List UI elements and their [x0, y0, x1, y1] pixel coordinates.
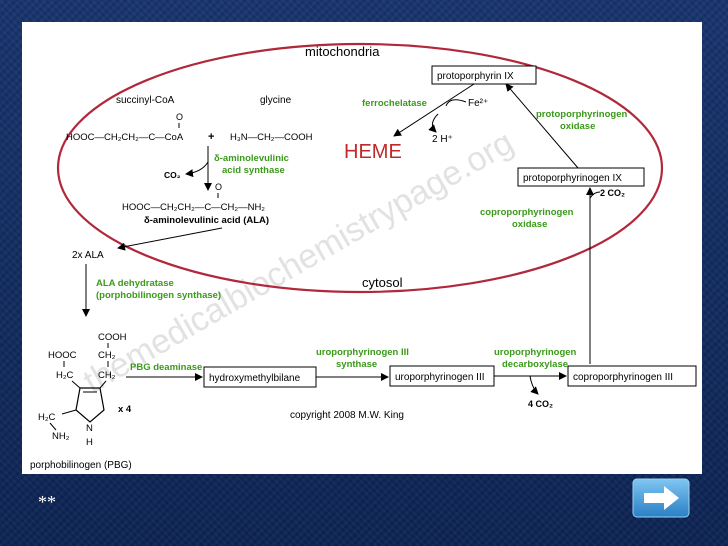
pbg-ch2-a: CH₂ — [98, 350, 116, 361]
succinyl-coa-label: succinyl-CoA — [116, 95, 175, 106]
mitochondria-ellipse — [56, 42, 664, 294]
ala-formula: HOOC—CH₂CH₂—C—CH₂—NH₂ — [122, 202, 265, 213]
co2-release-arrow — [185, 161, 209, 178]
pbg-cooh: COOH — [98, 332, 127, 343]
pyrrole-side-bond — [61, 409, 77, 415]
slide-annotation: ** — [38, 492, 56, 512]
protoporphyrinogen-ix-label: protoporphyrinogen IX — [523, 173, 622, 184]
ala-export-arrow — [117, 227, 223, 251]
pyrrole-ring — [75, 387, 105, 423]
copro-oxidase-enzyme: coproporphyrinogen — [480, 207, 574, 218]
cytosol-label: cytosol — [362, 275, 403, 290]
next-slide-button[interactable] — [632, 478, 690, 518]
ala-dehydratase-enzyme-2: (porphobilinogen synthase) — [96, 290, 221, 301]
pbg-h2c-low: H₂C — [38, 412, 56, 423]
pbg-bond-5 — [99, 380, 107, 389]
copyright-text: copyright 2008 M.W. King — [290, 410, 404, 421]
two-ala-label: 2x ALA — [72, 250, 104, 261]
pbg-n: N — [86, 423, 93, 434]
protoporphyrin-ix-box — [431, 65, 537, 85]
uro-decarboxylase-enzyme-2: decarboxylase — [502, 359, 568, 370]
pbg-name: porphobilinogen (PBG) — [30, 460, 132, 471]
two-co2-release-arrow — [589, 191, 601, 199]
fe-label: Fe²⁺ — [468, 98, 488, 109]
proto-oxidase-enzyme-2: oxidase — [560, 121, 595, 132]
plus-sign: + — [208, 131, 214, 143]
fe-input-arrow — [445, 99, 467, 107]
ala-dehydratase-enzyme: ALA dehydratase — [96, 278, 174, 289]
glycine-formula: H₃N—CH₂—COOH — [230, 132, 313, 143]
watermark: themedicalbiochemistrypage.org — [77, 123, 520, 401]
four-co2-release-arrow — [529, 375, 539, 395]
slide-content: themedicalbiochemistrypage.org mitochond… — [22, 22, 702, 474]
proto-oxidase-arrow — [505, 83, 579, 169]
carbonyl-o: O — [176, 112, 183, 122]
ala-synthase-enzyme: δ-aminolevulinic — [214, 153, 289, 164]
pbg-h: H — [86, 437, 93, 448]
coproporphyrinogen-iii-label: coproporphyrinogen III — [573, 372, 673, 383]
proto-oxidase-enzyme: protoporphyrinogen — [536, 109, 627, 120]
pbg-hooc: HOOC — [48, 350, 77, 361]
pbg-h2c: H₂C — [56, 370, 74, 381]
co2-label: CO₂ — [164, 170, 181, 180]
h-release-arrow — [428, 113, 439, 133]
succinyl-formula: HOOC—CH₂CH₂—C—CoA — [66, 132, 184, 143]
ferrochelatase-enzyme: ferrochelatase — [362, 98, 427, 109]
protoporphyrinogen-ix-box — [517, 167, 645, 187]
four-co2-label: 4 CO₂ — [528, 399, 553, 409]
copro-oxidase-enzyme-2: oxidase — [512, 219, 547, 230]
uro-decarboxylase-enzyme: uroporphyrinogen — [494, 347, 577, 358]
coproporphyrinogen-iii-box — [567, 365, 697, 387]
ala-carbonyl-o: O — [215, 182, 222, 192]
uro-synthase-enzyme: uroporphyrinogen III — [316, 347, 409, 358]
heme-label: HEME — [344, 141, 402, 163]
pbg-nh2: NH₂ — [52, 431, 70, 442]
ala-synthase-enzyme-2: acid synthase — [222, 165, 285, 176]
heme-pathway-diagram: themedicalbiochemistrypage.org mitochond… — [30, 42, 697, 471]
pbg-ch2-b: CH₂ — [98, 370, 116, 381]
pbg-x4: x 4 — [118, 404, 132, 415]
two-h-label: 2 H⁺ — [432, 134, 453, 145]
ala-name: δ-aminolevulinic acid (ALA) — [144, 215, 269, 226]
uroporphyrinogen-iii-label: uroporphyrinogen III — [395, 372, 485, 383]
hydroxymethylbilane-label: hydroxymethylbilane — [209, 373, 301, 384]
mitochondria-label: mitochondria — [305, 44, 380, 59]
glycine-label: glycine — [260, 95, 292, 106]
uro-synthase-enzyme-2: synthase — [336, 359, 377, 370]
two-co2-label: 2 CO₂ — [600, 188, 625, 198]
protoporphyrin-ix-label: protoporphyrin IX — [437, 71, 514, 82]
pbg-bond-4 — [71, 380, 81, 389]
ferrochelatase-arrow — [393, 83, 475, 137]
right-arrow-icon — [632, 478, 690, 518]
pbg-nh2-bond — [49, 422, 57, 431]
pbg-deaminase-enzyme: PBG deaminase — [130, 362, 202, 373]
